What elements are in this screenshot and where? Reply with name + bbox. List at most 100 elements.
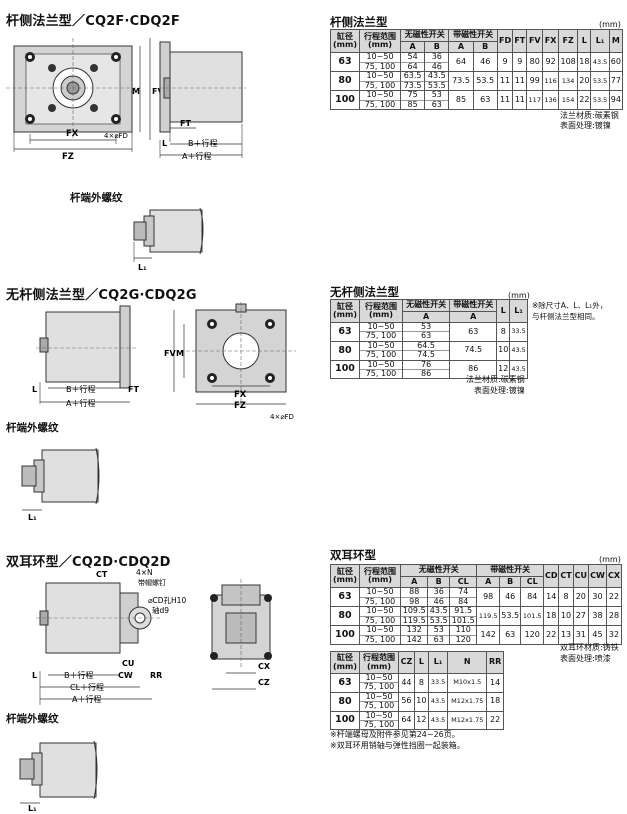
cell-stroke: 10~50: [366, 52, 394, 62]
cell-bore: 100: [330, 359, 360, 380]
dim-fx-label: FX: [234, 390, 247, 400]
cell-value: 88: [409, 587, 420, 597]
cell-bore: 80: [330, 691, 360, 712]
th-col: L: [577, 29, 592, 53]
dim-cx-label: CX: [258, 662, 271, 671]
cell-value: 27: [572, 606, 589, 626]
clevis-note-finish: 表面处理:喷漆: [560, 654, 611, 663]
cell-bore: 63: [330, 587, 360, 607]
dim-cl-label: CL＋行程: [70, 682, 104, 692]
th-no-mag: 无磁性开关: [399, 564, 478, 577]
th-bore: 缸径 (mm): [330, 299, 360, 323]
cell-value: 22: [542, 625, 560, 645]
dim-b-label: B＋行程: [188, 138, 218, 148]
cell-value: 9: [496, 52, 514, 72]
flange-head-title: 无杆侧法兰型／CQ2G·CDQ2G: [6, 288, 197, 303]
clevis-note-material: 双耳环材质:铸铁: [560, 643, 619, 652]
cell-bore: 80: [330, 606, 360, 626]
cell-value: 9: [512, 52, 528, 72]
th-cl: CL: [520, 576, 544, 588]
th-bore: 缸径 (mm): [330, 651, 360, 674]
cell-stroke: 75, 100: [360, 701, 398, 710]
flange-head-note-finish: 表面处理:镀镍: [474, 386, 525, 395]
cell-value: 63: [472, 90, 498, 110]
cell-value: 74.5: [449, 340, 498, 361]
flange-rod-note-finish: 表面处理:镀镍: [560, 121, 611, 130]
cell-stroke: 75, 100: [360, 719, 398, 729]
cell-stroke: 10~50: [365, 691, 393, 701]
cell-value: 31: [572, 625, 589, 645]
cell-value: 18: [486, 691, 504, 712]
dim-b-label: B＋行程: [64, 670, 94, 680]
cell-value: 60: [608, 52, 624, 72]
th-col: CZ: [398, 651, 415, 674]
cell-value: 85: [448, 90, 474, 110]
cell-value: 36: [431, 52, 442, 62]
cell-value: 22: [577, 90, 592, 110]
cell-value: 116: [542, 71, 560, 91]
cell-value: 14: [486, 673, 504, 693]
cell-value: 92: [542, 52, 560, 72]
flange-head-drawing: L B＋行程 FT A＋行程 FV M FX FZ 4×⌀FD L₁: [21, 302, 296, 522]
dim-m-label: M: [176, 349, 184, 358]
th-col: N: [447, 651, 488, 674]
cell-value: 46: [472, 52, 498, 72]
cell-value: 8: [558, 587, 574, 607]
cell-value: 64: [398, 710, 415, 731]
cell-value: M12x1.75: [447, 691, 488, 712]
dim-n-note: 带帽螺钉: [138, 578, 166, 587]
dim-n-label: 4×N: [136, 568, 153, 577]
th-col: L₁: [427, 651, 449, 674]
cell-stroke: 75, 100: [360, 682, 398, 691]
side-note-line: 与杆侧法兰型相同。: [532, 312, 600, 321]
cell-value: 101.5: [450, 615, 477, 625]
cell-stroke: 75, 100: [360, 350, 402, 359]
th-col: FV: [526, 29, 544, 53]
cell-value: 77: [608, 71, 624, 91]
cell-value: 43.5: [429, 606, 448, 616]
th-stroke: 行程范围 (mm): [359, 651, 399, 674]
cell-value: 136: [542, 90, 560, 110]
th-col: L₁: [590, 29, 610, 53]
cell-value: 11: [496, 90, 514, 110]
cell-value: 101.5: [520, 606, 544, 626]
clevis-unit: (mm): [599, 555, 621, 564]
dim-l-label: L: [32, 385, 37, 394]
cell-stroke: 10~50: [366, 625, 394, 635]
th-col: FT: [512, 29, 528, 53]
cell-value: 33.5: [509, 322, 528, 342]
cell-stroke: 10~50: [366, 71, 394, 81]
dim-cu-label: CU: [122, 659, 134, 668]
th-a: A: [399, 576, 429, 588]
th-col: CD: [542, 564, 560, 588]
cell-bore: 100: [330, 90, 360, 110]
cell-value: 84: [450, 596, 477, 606]
cell-value: 98: [476, 587, 500, 607]
cell-value: 84: [520, 587, 544, 607]
cell-value: 46: [425, 61, 449, 71]
cell-stroke: 75, 100: [360, 99, 400, 109]
cell-bore: 63: [330, 673, 360, 693]
cell-value: 64: [401, 61, 425, 71]
dim-l-label: L: [162, 139, 167, 148]
th-mag: 带磁性开关: [449, 299, 498, 312]
th-a: A: [401, 311, 451, 323]
cell-value: 76: [420, 359, 432, 369]
cell-value: 142: [476, 625, 500, 645]
cell-value: 53: [431, 90, 442, 100]
cell-value: 53.5: [498, 606, 522, 626]
cell-stroke: 75, 100: [360, 80, 400, 90]
cell-value: 44: [398, 673, 415, 693]
th-bore: 缸径 (mm): [330, 29, 360, 53]
th-col: CU: [572, 564, 589, 588]
dim-ft-label: FT: [180, 119, 191, 128]
cell-value: 63: [403, 331, 450, 340]
dim-fd-label: 4×⌀FD: [270, 413, 294, 421]
cell-value: 53.5: [428, 615, 449, 625]
th-col: FX: [542, 29, 560, 53]
th-mag: 带磁性开关: [476, 564, 544, 577]
